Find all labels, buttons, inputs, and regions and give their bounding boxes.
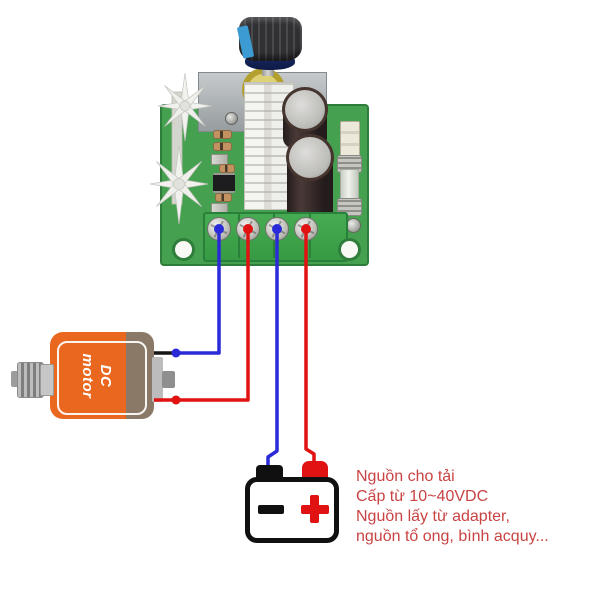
- capacitor-top: [286, 134, 334, 181]
- capacitor-top: [282, 87, 328, 132]
- terminal-dot-blue: [214, 224, 224, 234]
- motor-terminal-contact: [162, 371, 175, 388]
- caption-line: Cấp từ 10~40VDC: [356, 488, 489, 505]
- caption-line: nguồn tổ ong, bình acquy...: [356, 528, 549, 545]
- terminal-dot-red: [243, 224, 253, 234]
- motor-outline: [57, 341, 147, 415]
- terminal-dot-blue: [272, 224, 282, 234]
- terminal-screw-3: [265, 217, 289, 241]
- minus-sign: [258, 505, 284, 514]
- resistor: [213, 130, 232, 139]
- board-screw-icon: [346, 218, 361, 233]
- motor-shaft-tip: [11, 371, 19, 387]
- caption-line: Nguồn cho tải: [356, 468, 455, 485]
- motor-label-line2: motor: [79, 353, 96, 399]
- motor-shaft-gear: [17, 362, 44, 398]
- terminal-screw-1: [207, 217, 231, 241]
- plus-sign: [310, 495, 319, 523]
- wire-joint-red-dot: [171, 395, 181, 405]
- caption-text: Nguồn cho tải Cấp từ 10~40VDC Nguồn lấy …: [356, 467, 592, 547]
- terminal-screw-2: [236, 217, 260, 241]
- caption-line: Nguồn lấy từ adapter,: [356, 508, 510, 525]
- fuse-cap: [337, 198, 362, 216]
- mounting-hole: [338, 238, 361, 261]
- resistor: [215, 193, 232, 202]
- motor-label: DC motor: [68, 348, 124, 404]
- motor-shaft-collar: [40, 364, 54, 396]
- wire-joint-blue-dot: [171, 348, 181, 358]
- mounting-hole: [172, 238, 195, 261]
- ic-chip: [213, 173, 235, 193]
- resistor: [213, 142, 232, 151]
- terminal-dot-red: [301, 224, 311, 234]
- terminal-screw-4: [294, 217, 318, 241]
- bracket-screw-icon: [225, 112, 238, 125]
- resistor: [219, 164, 235, 173]
- white-connector: [340, 121, 360, 158]
- motor-label-line1: DC: [97, 364, 114, 388]
